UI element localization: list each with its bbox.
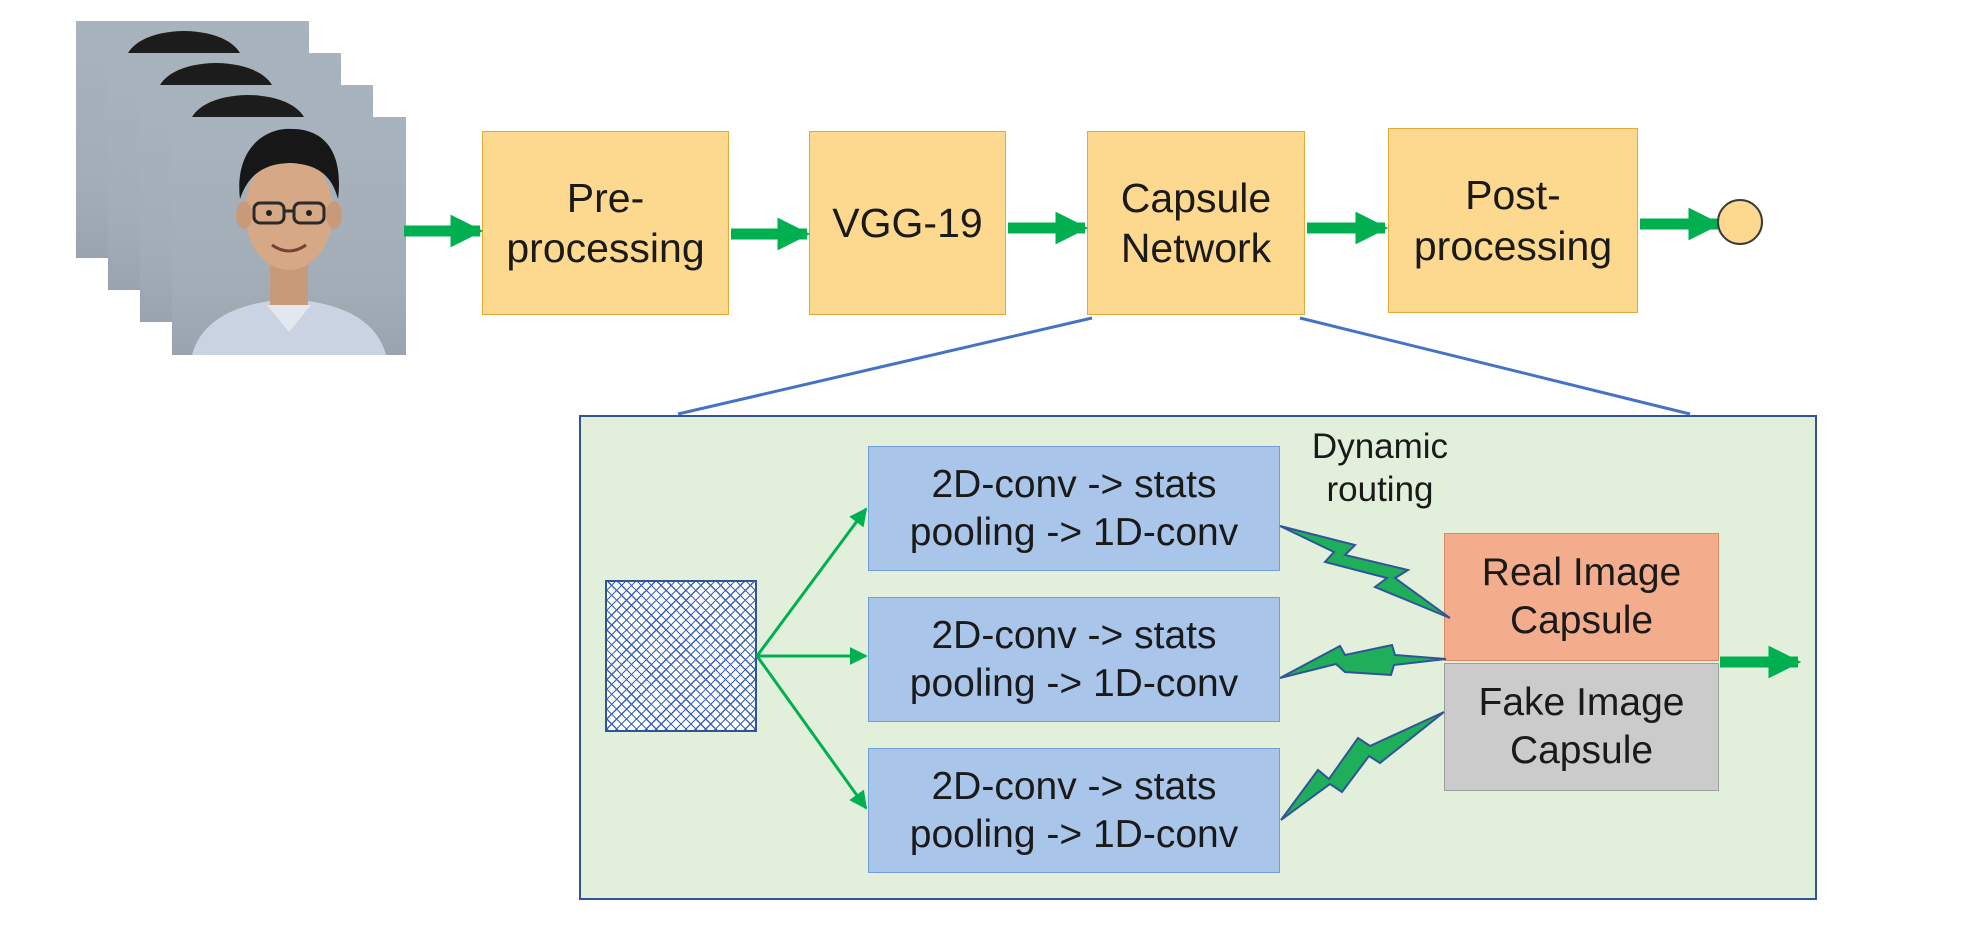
capsule-network-label-line2: Network xyxy=(1120,225,1272,271)
conv-block-1: 2D-conv -> stats pooling -> 1D-conv xyxy=(868,446,1280,571)
postprocessing-label-line2: processing xyxy=(1413,222,1613,269)
conv-block-2-line2: pooling -> 1D-conv xyxy=(909,661,1239,705)
conv-block-2-line1: 2D-conv -> stats xyxy=(931,613,1217,657)
preprocessing-label-line2: processing xyxy=(506,225,705,271)
postprocessing-label-line1: Post- xyxy=(1465,172,1561,219)
lightning-bolt-icon-3 xyxy=(1280,711,1445,821)
zoom-connector-right xyxy=(1299,316,1691,416)
lightning-bolt-icon-2 xyxy=(1279,643,1447,679)
fake-image-capsule-line2: Capsule xyxy=(1509,729,1654,772)
conv-block-1-line1: 2D-conv -> stats xyxy=(931,462,1217,506)
output-node xyxy=(1717,199,1763,245)
arrow-feature-to-conv3 xyxy=(755,655,868,810)
vgg19-box: VGG-19 xyxy=(809,131,1006,315)
conv-block-3: 2D-conv -> stats pooling -> 1D-conv xyxy=(868,748,1280,873)
dynamic-routing-label: Dynamic routing xyxy=(1285,426,1475,511)
dynamic-routing-line2: routing xyxy=(1326,469,1434,509)
dynamic-routing-line1: Dynamic xyxy=(1311,427,1449,466)
preprocessing-box: Pre- processing xyxy=(482,131,729,315)
arrow-feature-to-conv1 xyxy=(755,507,868,657)
conv-block-3-line2: pooling -> 1D-conv xyxy=(909,812,1239,856)
input-frame-front xyxy=(172,117,406,355)
zoom-connector-left xyxy=(677,316,1093,416)
lightning-bolt-icon-1 xyxy=(1279,525,1451,619)
face-photo-icon xyxy=(192,128,386,355)
real-image-capsule-line1: Real Image xyxy=(1481,551,1682,595)
capsule-network-box: Capsule Network xyxy=(1087,131,1305,315)
postprocessing-box: Post- processing xyxy=(1388,128,1638,313)
real-image-capsule: Real Image Capsule xyxy=(1444,533,1719,661)
vgg19-label: VGG-19 xyxy=(832,199,983,246)
fake-image-capsule: Fake Image Capsule xyxy=(1444,663,1719,791)
conv-block-3-line1: 2D-conv -> stats xyxy=(931,764,1217,808)
feature-map-icon xyxy=(605,580,757,732)
real-image-capsule-line2: Capsule xyxy=(1509,599,1654,642)
conv-block-1-line2: pooling -> 1D-conv xyxy=(909,510,1239,554)
conv-block-2: 2D-conv -> stats pooling -> 1D-conv xyxy=(868,597,1280,722)
fake-image-capsule-line1: Fake Image xyxy=(1478,681,1685,725)
preprocessing-label-line1: Pre- xyxy=(566,174,645,221)
capsule-network-label-line1: Capsule xyxy=(1120,174,1272,221)
